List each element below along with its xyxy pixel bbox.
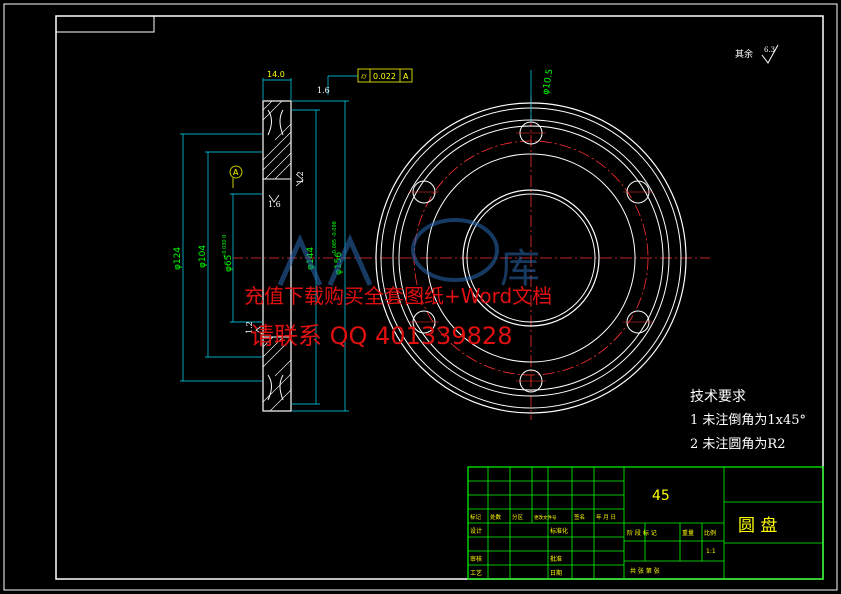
tech-requirements: 技术要求 1 未注倒角为1x45° 2 未注圆角为R2 [690, 389, 806, 452]
tb-row-2: 工艺 [470, 569, 482, 577]
dim-width: 14.0 [267, 70, 285, 79]
tb-sheet: 共 张 第 张 [630, 567, 660, 575]
dim-r16-mid: 1.6 [268, 200, 281, 209]
tb-row-0: 设计 [470, 527, 482, 535]
dim-156-tol: -0.085 -0.098 [332, 221, 338, 255]
tb-mid-0: 标准化 [550, 527, 568, 535]
roughness-symbol: 其余 6.3 [735, 44, 779, 64]
tb-header-4: 签名 [574, 513, 585, 521]
dim-104: φ104 [198, 245, 208, 268]
roughness-label: 其余 [735, 48, 753, 60]
watermark-line2: 请联系 QQ 401339828 [250, 322, 512, 350]
dim-chamfer-top: 1.6 [317, 86, 330, 95]
tolerance-frame: ⌭ 0.022 A [357, 68, 413, 83]
tb-row-1: 审核 [470, 555, 482, 563]
datum-label: A [233, 168, 239, 177]
dim-r12-bot: 1.2 [245, 321, 254, 334]
inner-border [55, 15, 824, 580]
tb-mid-2: 日期 [550, 569, 562, 577]
watermark-logo: 库 [277, 218, 540, 292]
tb-header-0: 标记 [470, 513, 482, 521]
tech-item-1: 1 未注倒角为1x45° [690, 413, 806, 428]
tb-stage-1: 重量 [682, 529, 694, 537]
tolerance-value: 0.022 [373, 72, 396, 81]
dim-144: φ144 [306, 247, 316, 270]
tb-scale: 1:1 [706, 548, 716, 555]
dim-65: φ65 [224, 255, 234, 272]
tb-mid-1: 批准 [550, 555, 562, 563]
dim-124: φ124 [173, 247, 183, 270]
front-view [360, 70, 710, 420]
datum-marker: A [229, 165, 243, 188]
svg-text:库: 库 [500, 246, 540, 292]
roughness-value: 6.3 [764, 46, 775, 54]
tolerance-datum: A [403, 72, 409, 81]
tb-stage-0: 阶 段 标 记 [627, 529, 657, 537]
tb-header-3: 更改文件号 [534, 514, 557, 521]
tb-header-1: 处数 [490, 513, 502, 521]
tb-header-5: 年 月 日 [596, 513, 616, 521]
tb-material: 45 [652, 488, 670, 504]
tb-stage-2: 比例 [704, 529, 716, 537]
dim-65-tol: +0.030 0 [222, 235, 228, 258]
tb-header-2: 分区 [512, 513, 524, 521]
code-box [55, 15, 155, 33]
section-view [233, 100, 360, 412]
tech-title: 技术要求 [690, 389, 746, 405]
dim-hole: φ10.5 [541, 68, 555, 95]
watermark-line1: 充值下载购买全套图纸+Word文档 [244, 284, 552, 308]
outer-border [3, 3, 838, 591]
title-block [467, 466, 824, 580]
tb-part-name: 圆 盘 [738, 516, 777, 536]
tech-item-2: 2 未注圆角为R2 [690, 437, 785, 452]
tolerance-symbol-icon: ⌭ [361, 72, 367, 81]
